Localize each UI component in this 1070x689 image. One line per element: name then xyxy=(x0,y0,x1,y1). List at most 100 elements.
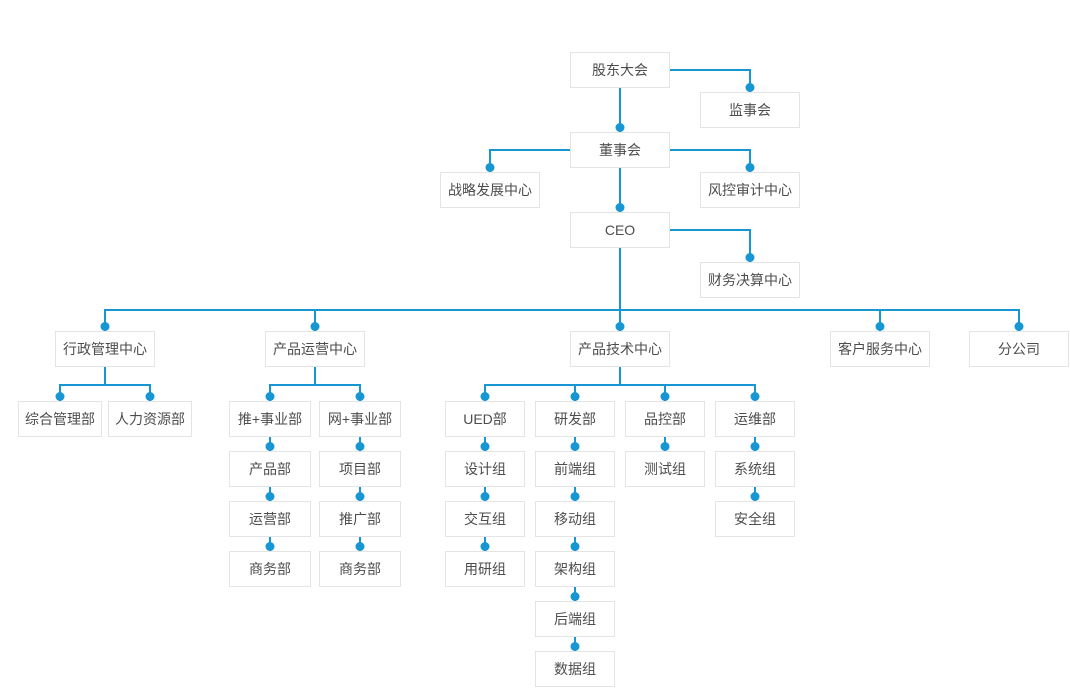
org-node-label: 后端组 xyxy=(554,611,596,627)
org-node-label: 安全组 xyxy=(734,511,776,527)
org-node-label: 综合管理部 xyxy=(25,411,95,427)
org-node-label: CEO xyxy=(604,222,636,238)
org-node-label: 架构组 xyxy=(554,561,596,577)
connector-dot xyxy=(480,542,490,551)
org-node-customer-service-center: 客户服务中心 xyxy=(830,331,930,367)
connector-dot xyxy=(750,492,760,501)
connector-dot xyxy=(745,83,755,92)
org-node-label: 移动组 xyxy=(554,511,596,527)
connector-dot xyxy=(615,203,625,212)
org-node-wang-business-dept: 网+事业部 xyxy=(319,401,401,437)
connector-dot xyxy=(265,492,275,501)
org-node-label: 测试组 xyxy=(644,461,686,477)
org-node-frontend-group: 前端组 xyxy=(535,451,615,487)
org-node-interaction-group: 交互组 xyxy=(445,501,525,537)
org-node-label: UED部 xyxy=(463,411,507,427)
org-node-admin-center: 行政管理中心 xyxy=(55,331,155,367)
org-node-mobile-group: 移动组 xyxy=(535,501,615,537)
org-node-qc-dept: 品控部 xyxy=(625,401,705,437)
org-node-user-research-group: 用研组 xyxy=(445,551,525,587)
connector-dot xyxy=(750,392,760,401)
connector-dot xyxy=(615,123,625,132)
org-node-label: 运营部 xyxy=(249,511,291,527)
org-node-supervisory-board: 监事会 xyxy=(700,92,800,128)
org-node-promotion-dept: 推广部 xyxy=(319,501,401,537)
org-node-system-group: 系统组 xyxy=(715,451,795,487)
org-node-ops-dept: 运维部 xyxy=(715,401,795,437)
connector-dot xyxy=(570,642,580,651)
org-node-label: 推广部 xyxy=(339,511,381,527)
connector-dot xyxy=(615,322,625,331)
connector-dot xyxy=(100,322,110,331)
connector-dot xyxy=(480,492,490,501)
connector-dot xyxy=(745,163,755,172)
org-node-label: 股东大会 xyxy=(592,62,648,78)
connector-dot xyxy=(265,392,275,401)
org-node-operation-dept: 运营部 xyxy=(229,501,311,537)
connector-dot xyxy=(750,442,760,451)
org-node-general-admin-dept: 综合管理部 xyxy=(18,401,102,437)
connector-dot xyxy=(355,542,365,551)
org-node-shareholders-meeting: 股东大会 xyxy=(570,52,670,88)
connector-dot xyxy=(745,253,755,262)
connector-dot xyxy=(55,392,65,401)
org-node-label: 数据组 xyxy=(554,661,596,677)
connector-dot xyxy=(660,442,670,451)
org-node-design-group: 设计组 xyxy=(445,451,525,487)
org-node-label: 交互组 xyxy=(464,511,506,527)
org-node-finance-center: 财务决算中心 xyxy=(700,262,800,298)
org-node-label: 研发部 xyxy=(554,411,596,427)
connector-dot xyxy=(570,542,580,551)
org-node-label: 品控部 xyxy=(644,411,686,427)
org-node-project-dept: 项目部 xyxy=(319,451,401,487)
org-node-testing-group: 测试组 xyxy=(625,451,705,487)
org-node-label: 行政管理中心 xyxy=(63,341,147,357)
connector-dot xyxy=(570,492,580,501)
org-node-hr-dept: 人力资源部 xyxy=(108,401,192,437)
org-node-label: 董事会 xyxy=(599,142,641,158)
org-node-product-tech-center: 产品技术中心 xyxy=(570,331,670,367)
connector-dot xyxy=(875,322,885,331)
org-node-label: 分公司 xyxy=(998,341,1040,357)
org-node-product-dept: 产品部 xyxy=(229,451,311,487)
org-node-risk-audit-center: 风控审计中心 xyxy=(700,172,800,208)
connector-dot xyxy=(1014,322,1024,331)
org-node-label: 产品技术中心 xyxy=(578,341,662,357)
org-node-label: 监事会 xyxy=(729,102,771,118)
org-node-label: 网+事业部 xyxy=(327,411,393,427)
org-node-ceo: CEO xyxy=(570,212,670,248)
connector-dot xyxy=(145,392,155,401)
org-node-label: 用研组 xyxy=(464,561,506,577)
org-node-label: 人力资源部 xyxy=(115,411,185,427)
org-node-label: 运维部 xyxy=(734,411,776,427)
connector-dot xyxy=(355,442,365,451)
org-node-board-of-directors: 董事会 xyxy=(570,132,670,168)
org-node-product-ops-center: 产品运营中心 xyxy=(265,331,365,367)
org-node-business-dept-1: 商务部 xyxy=(229,551,311,587)
org-node-label: 客户服务中心 xyxy=(838,341,922,357)
connector-dot xyxy=(310,322,320,331)
org-node-tui-business-dept: 推+事业部 xyxy=(229,401,311,437)
connector-dot xyxy=(355,492,365,501)
connector-dot xyxy=(570,392,580,401)
org-node-label: 商务部 xyxy=(339,561,381,577)
org-node-data-group: 数据组 xyxy=(535,651,615,687)
org-node-label: 推+事业部 xyxy=(237,411,303,427)
connector-dot xyxy=(480,392,490,401)
org-node-label: 风控审计中心 xyxy=(708,182,792,198)
org-node-label: 设计组 xyxy=(464,461,506,477)
org-node-label: 产品部 xyxy=(249,461,291,477)
connector-dot xyxy=(355,392,365,401)
org-node-business-dept-2: 商务部 xyxy=(319,551,401,587)
org-node-label: 商务部 xyxy=(249,561,291,577)
org-node-backend-group: 后端组 xyxy=(535,601,615,637)
org-node-architecture-group: 架构组 xyxy=(535,551,615,587)
org-node-label: 产品运营中心 xyxy=(273,341,357,357)
org-node-label: 前端组 xyxy=(554,461,596,477)
org-node-strategy-center: 战略发展中心 xyxy=(440,172,540,208)
connector-dot xyxy=(480,442,490,451)
org-node-label: 财务决算中心 xyxy=(708,272,792,288)
connector-dot xyxy=(570,442,580,451)
